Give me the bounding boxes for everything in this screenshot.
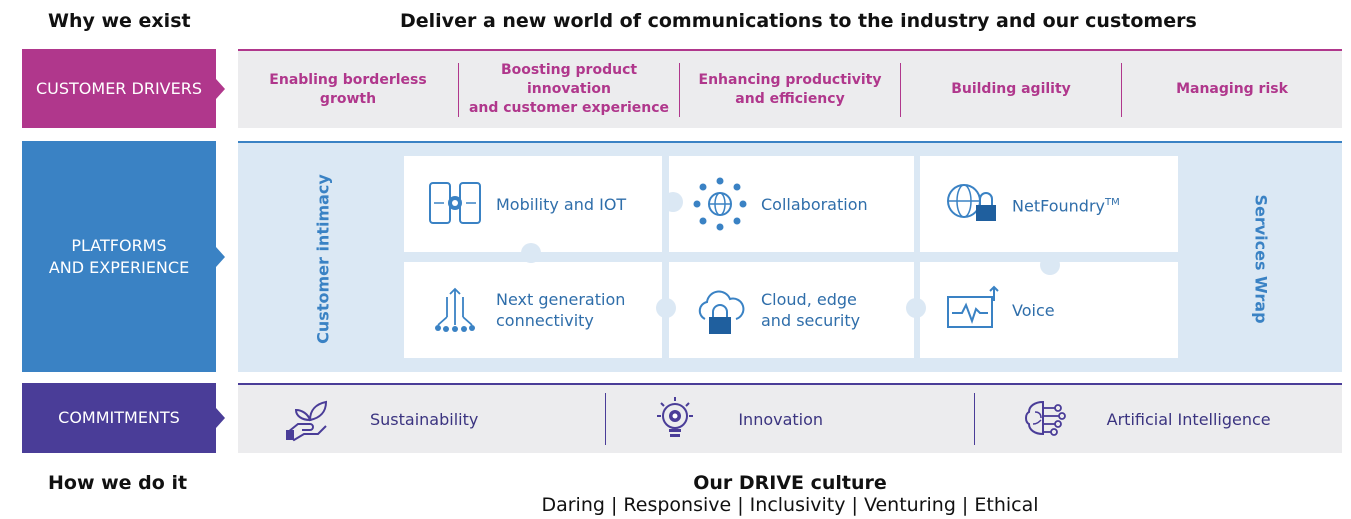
customer-drivers-label-text: CUSTOMER DRIVERS (35, 78, 202, 98)
puzzle-knob (663, 192, 683, 212)
how-we-do-it-heading: How we do it (48, 472, 188, 494)
tile-title: Mobility and IOT (496, 194, 627, 214)
commitment-ai: Artificial Intelligence (975, 393, 1342, 445)
circuit-arrows-icon (435, 287, 475, 332)
driver-productivity: Enhancing productivity and efficiency (680, 62, 901, 117)
why-we-exist-heading: Why we exist (48, 10, 191, 32)
driver-line: growth (319, 90, 377, 107)
driver-line: Enabling borderless (269, 71, 427, 88)
puzzle-knob (656, 298, 676, 318)
platforms-label-line2: AND EXPERIENCE (48, 257, 190, 277)
driver-agility: Building agility (901, 62, 1122, 117)
waveform-icon (947, 285, 999, 328)
driver-line: Enhancing productivity (698, 71, 882, 88)
driver-line: and customer experience (468, 100, 670, 116)
brain-circuit-icon (1024, 400, 1066, 436)
commitment-label: Artificial Intelligence (1106, 409, 1271, 429)
driver-line: and efficiency (735, 90, 845, 107)
network-globe-icon (693, 177, 747, 231)
tile-title: Cloud, edge (761, 290, 857, 309)
driver-line: Managing risk (1176, 81, 1288, 97)
commitment-sustainability: Sustainability (238, 393, 607, 445)
tile-title: Collaboration (761, 194, 868, 214)
puzzle-knob (521, 243, 541, 263)
commitment-innovation: Innovation (606, 393, 975, 445)
puzzle-knob (1040, 255, 1060, 275)
tile-next-gen-connectivity: Next generation connectivity (404, 262, 662, 358)
driver-managing-risk: Managing risk (1122, 63, 1342, 117)
driver-line: Building agility (951, 81, 1071, 97)
customer-intimacy-label: Customer intimacy (306, 173, 340, 344)
trademark-sup: TM (1105, 196, 1120, 208)
tile-mobility-iot: Mobility and IOT (404, 156, 662, 252)
drive-culture-title: Our DRIVE culture (693, 472, 887, 494)
commitments-label-text: COMMITMENTS (58, 408, 180, 427)
tile-title: connectivity (496, 311, 594, 330)
tile-title: NetFoundryTM (1012, 192, 1120, 216)
tile-collaboration: Collaboration (669, 156, 914, 252)
commitments-band: Sustainability Innovation Artificial Int… (238, 383, 1342, 453)
drive-culture-values: Daring | Responsive | Inclusivity | Vent… (541, 494, 1039, 516)
customer-intimacy-text: Customer intimacy (313, 173, 333, 344)
services-wrap-text: Services Wrap (1251, 193, 1271, 324)
driver-product-innovation: Boosting product innovation and customer … (459, 62, 680, 117)
customer-drivers-band: Enabling borderless growth Boosting produ… (238, 49, 1342, 128)
driver-line: Boosting product innovation (500, 62, 638, 97)
lightbulb-gear-icon (657, 397, 694, 437)
mobile-gear-icon (429, 182, 481, 224)
tile-netfoundry: NetFoundryTM (920, 156, 1178, 252)
platforms-label: PLATFORMS AND EXPERIENCE (22, 141, 225, 372)
hand-plant-icon (286, 400, 328, 442)
driver-borderless-growth: Enabling borderless growth (238, 62, 459, 117)
commitment-label: Innovation (738, 409, 824, 429)
netfoundry-name: NetFoundry (1012, 196, 1105, 216)
customer-drivers-label: CUSTOMER DRIVERS (22, 49, 225, 128)
purpose-statement: Deliver a new world of communications to… (400, 10, 1197, 32)
tile-cloud-edge-security: Cloud, edge and security (669, 262, 914, 358)
tile-voice: Voice (920, 262, 1178, 358)
puzzle-knob (906, 298, 926, 318)
globe-lock-icon (947, 184, 996, 221)
platforms-label-line1: PLATFORMS (71, 235, 167, 255)
tile-title: and security (761, 311, 861, 330)
services-wrap-label: Services Wrap (1244, 176, 1278, 341)
commitment-label: Sustainability (370, 409, 479, 429)
tile-title: Voice (1012, 300, 1055, 320)
commitments-label: COMMITMENTS (22, 383, 225, 453)
tile-title: Next generation (496, 290, 626, 309)
cloud-lock-icon (698, 290, 745, 334)
